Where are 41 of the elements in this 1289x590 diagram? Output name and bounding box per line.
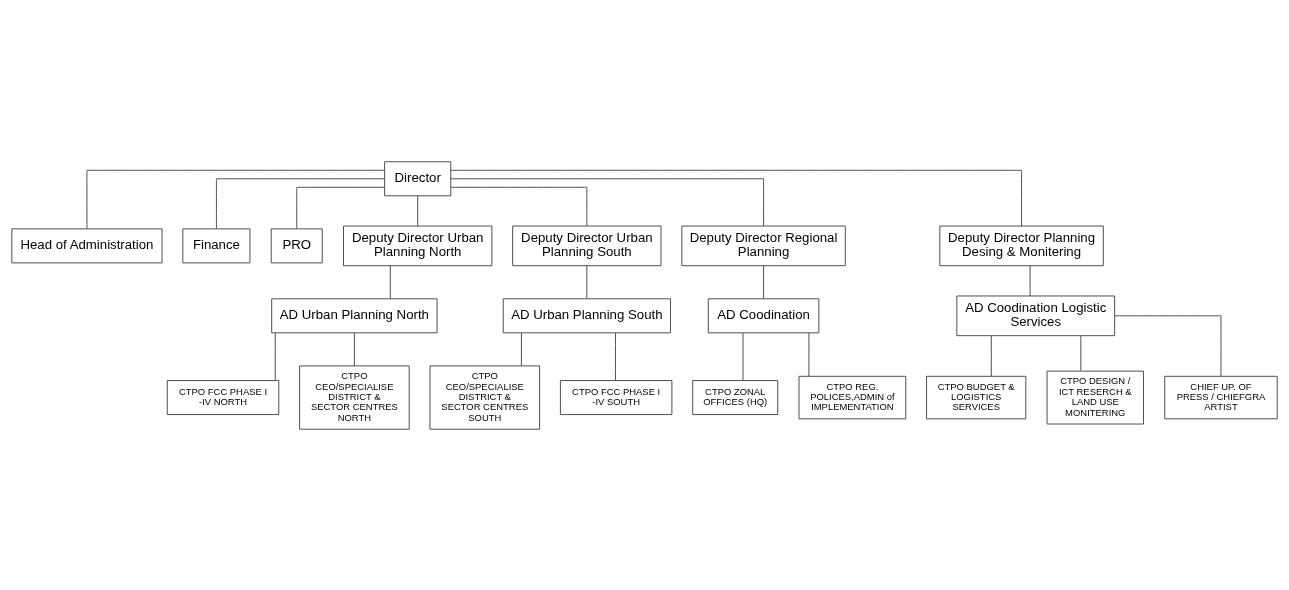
node-box: CTPO CEO/SPECIALISE DISTRICT & SECTOR CENTRES SOUTH — [429, 364, 541, 430]
node-box: CTPO ZONAL OFFICES (HQ) — [692, 379, 779, 415]
connector — [990, 335, 992, 377]
connector — [450, 186, 588, 226]
node-box: PRO — [270, 227, 323, 263]
connector — [742, 332, 744, 381]
node-box: Director — [384, 160, 452, 196]
node-box: CTPO BUDGET & LOGISTICS SERVICES — [926, 375, 1027, 419]
node-box: Finance — [182, 227, 251, 263]
node-box: Deputy Director Planning Desing & Monitering — [939, 225, 1104, 266]
connector — [1114, 314, 1222, 377]
node-box: CTPO FCC PHASE I -IV NORTH — [166, 379, 280, 415]
connector — [274, 332, 276, 381]
connector — [389, 264, 391, 299]
connector — [1080, 335, 1082, 371]
connector — [86, 169, 385, 229]
connector — [353, 332, 355, 366]
node-box: Head of Administration — [11, 227, 163, 263]
connector — [296, 186, 385, 229]
node-box: AD Urban Planning North — [271, 297, 438, 333]
node-box: CTPO REG. POLICES,ADMIN of IMPLEMENTATION — [798, 375, 907, 419]
connector — [763, 264, 765, 299]
connector — [417, 195, 419, 226]
node-box: CTPO FCC PHASE I -IV SOUTH — [559, 379, 673, 415]
node-box: AD Coodination — [707, 297, 820, 333]
connector — [808, 332, 810, 377]
node-box: Deputy Director Regional Planning — [681, 225, 846, 266]
node-box: Deputy Director Urban Planning South — [512, 225, 662, 266]
connector — [450, 169, 1023, 226]
node-box: AD Urban Planning South — [502, 297, 671, 333]
connector — [614, 332, 616, 381]
node-box: CHIEF UP. OF PRESS / CHIEFGRA ARTIST — [1164, 375, 1278, 419]
connector — [450, 177, 765, 226]
node-box: CTPO CEO/SPECIALISE DISTRICT & SECTOR CENTRES NORTH — [299, 364, 410, 430]
node-box: CTPO DESIGN / ICT RESERCH & LAND USE MONITERING — [1046, 370, 1144, 424]
node-box: AD Coodination Logistic Services — [956, 295, 1116, 336]
connector — [1029, 264, 1031, 296]
node-box: Deputy Director Urban Planning North — [343, 225, 493, 266]
connector — [520, 332, 522, 366]
connector — [586, 264, 588, 299]
connector — [215, 177, 385, 229]
